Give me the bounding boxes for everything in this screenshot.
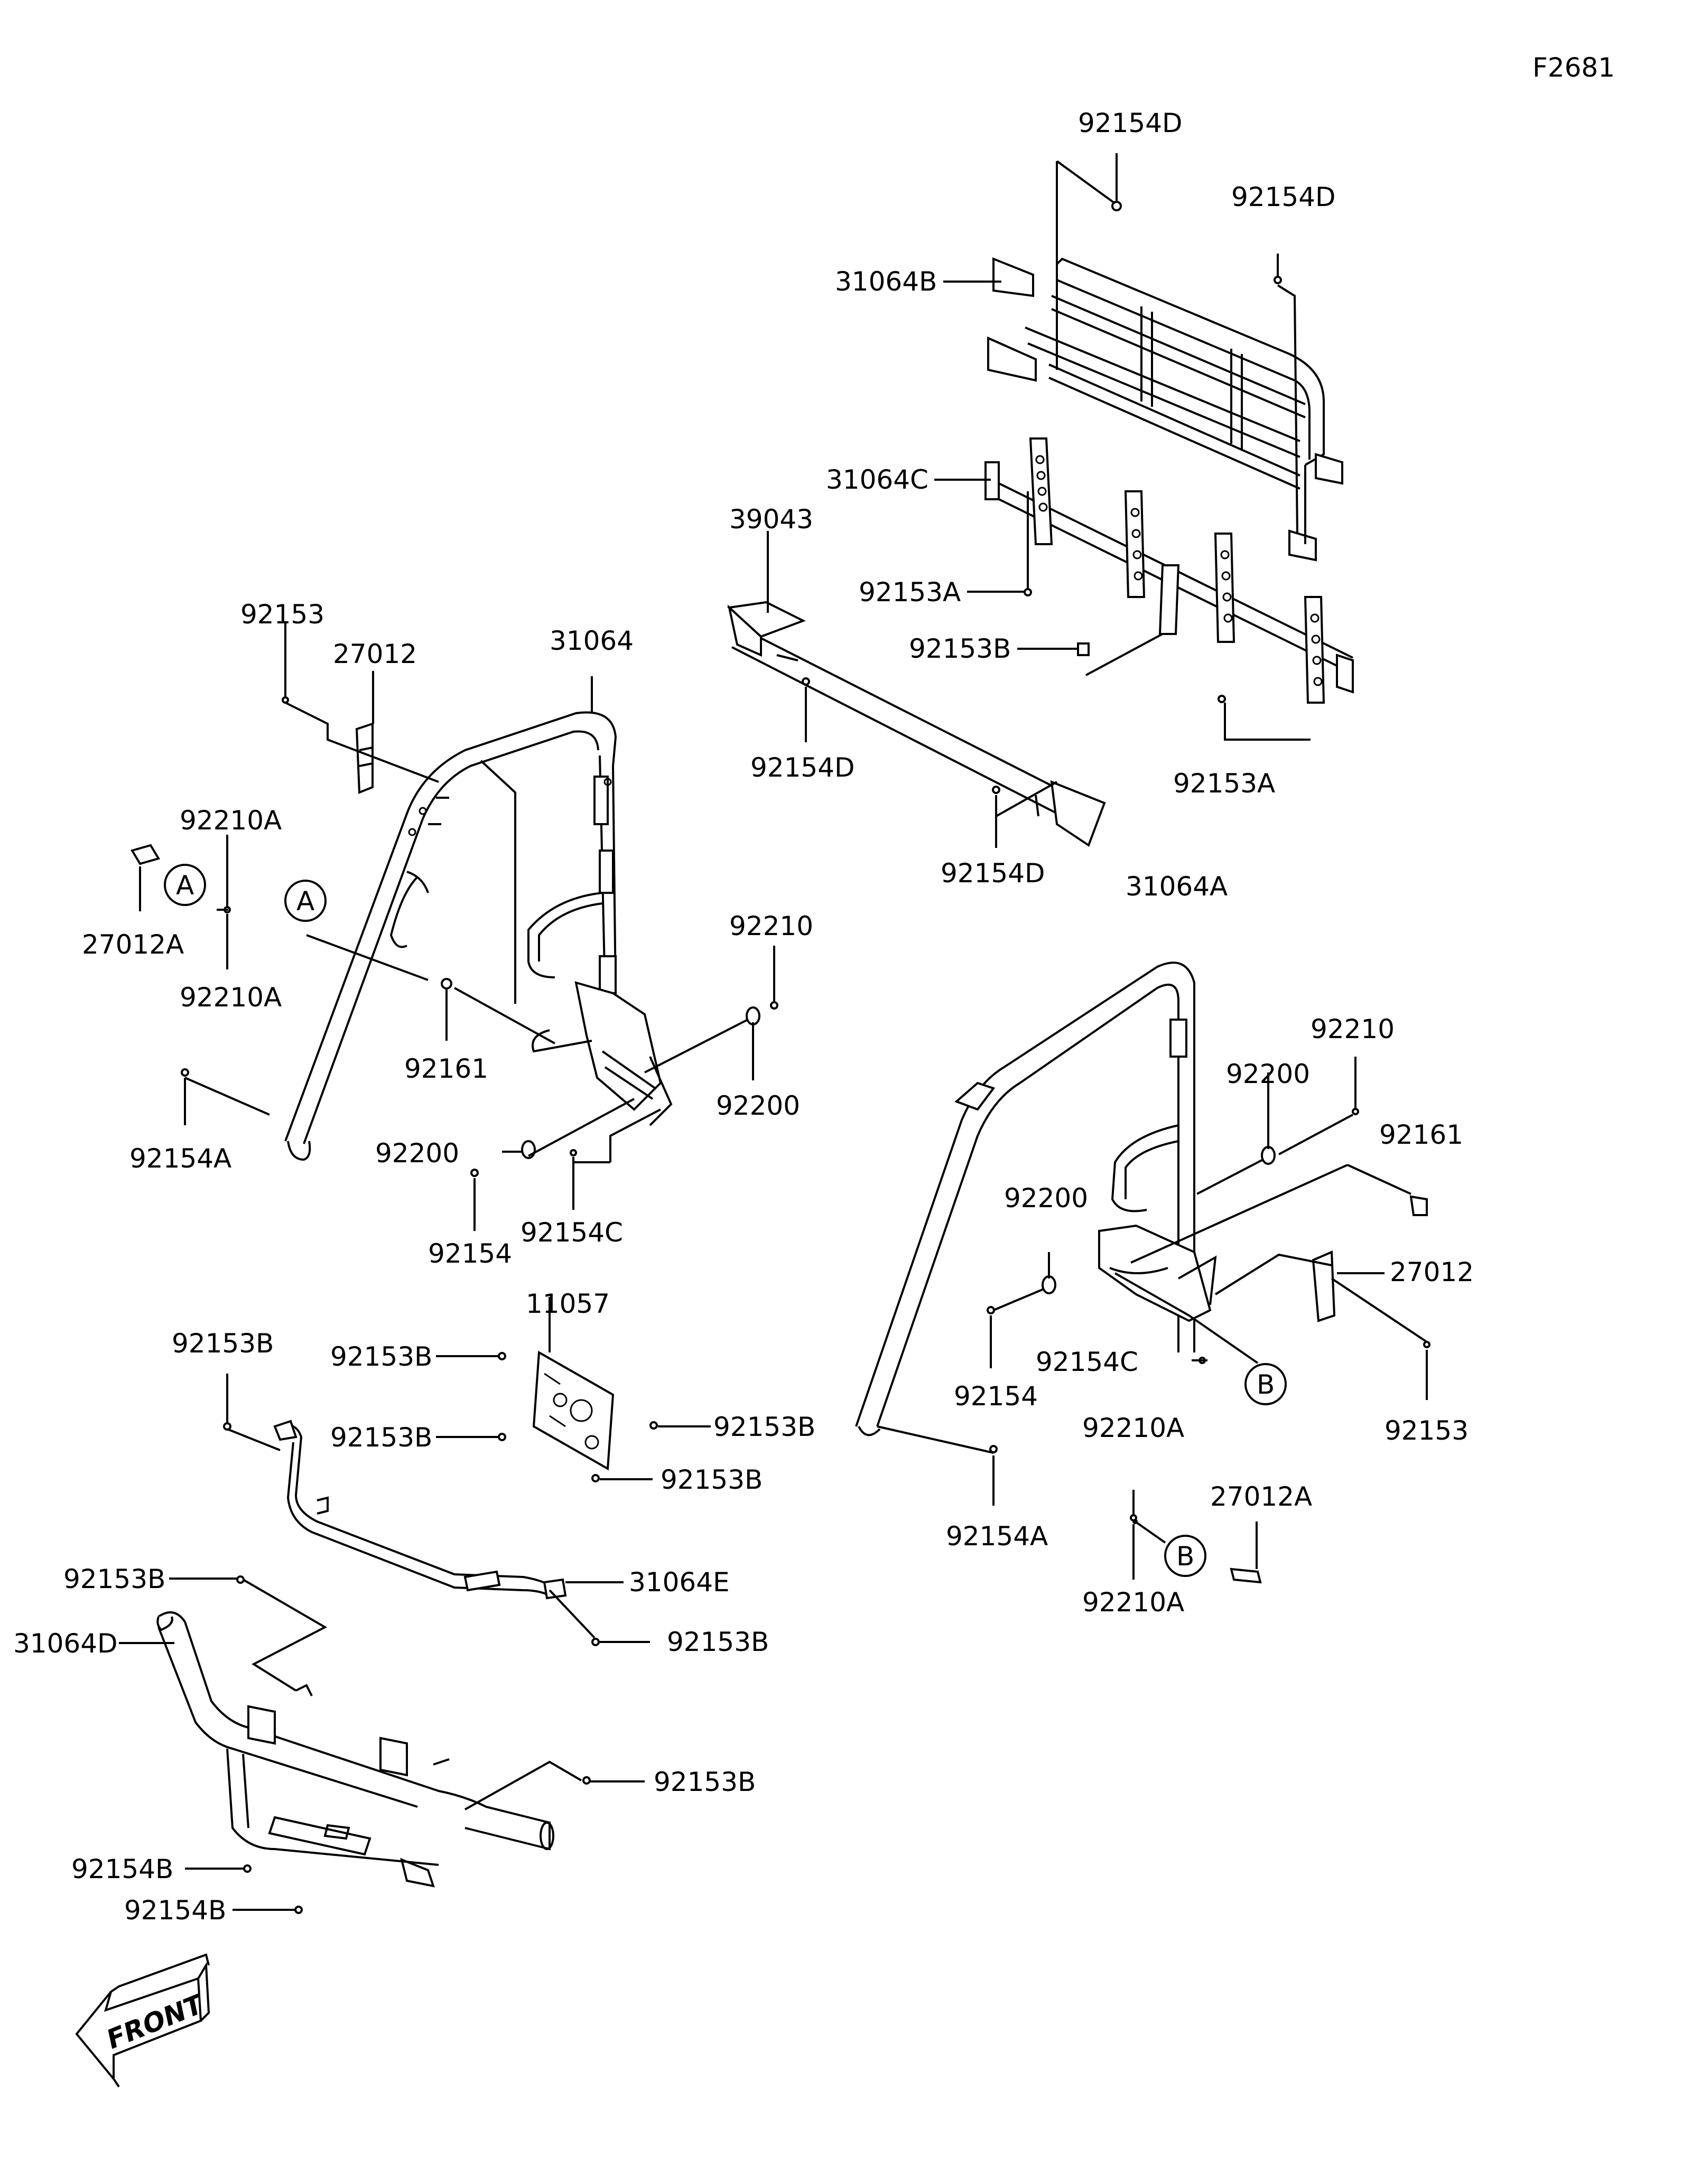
bar-31064e — [273, 1420, 567, 1600]
part-label: 92154B — [71, 1854, 173, 1884]
part-label: 92153B — [667, 1627, 769, 1657]
part-label: 92154 — [428, 1238, 512, 1269]
part-label: 92154 — [954, 1381, 1038, 1412]
part-label: 92154D — [1078, 108, 1183, 138]
part-label: 92153A — [1173, 768, 1275, 799]
part-label: 92153B — [330, 1341, 432, 1372]
part-label: 92210 — [729, 911, 813, 941]
part-label: 92153B — [654, 1767, 756, 1797]
bracket-11057 — [532, 1350, 615, 1471]
bumper-31064d — [156, 1611, 554, 1888]
part-label: 92154A — [946, 1521, 1048, 1552]
part-label: 92154C — [1036, 1347, 1138, 1377]
part-label: 31064 — [550, 626, 634, 656]
ref-marker-a-center-label: A — [296, 886, 314, 917]
part-label: 92200 — [1004, 1183, 1088, 1214]
part-label: 92154D — [941, 858, 1045, 889]
part-label: 92154A — [129, 1143, 231, 1174]
part-label: 27012A — [1210, 1481, 1312, 1512]
part-label: 92154D — [1231, 182, 1336, 212]
part-label: 92210 — [1311, 1014, 1395, 1044]
part-label: 92153B — [661, 1464, 763, 1495]
part-label: 31064E — [629, 1567, 730, 1598]
part-label: 27012A — [82, 929, 184, 960]
part-label: 92161 — [404, 1053, 488, 1084]
part-label: 92161 — [1379, 1119, 1463, 1150]
part-label: 27012 — [1390, 1257, 1474, 1287]
part-label: 31064B — [835, 266, 937, 297]
roll-bar-31064 — [284, 711, 673, 1161]
part-label: 92153A — [859, 577, 961, 608]
part-label: 92210A — [180, 982, 282, 1013]
ref-marker-a-left: A — [164, 864, 206, 906]
ref-marker-a-left-label: A — [176, 870, 194, 901]
part-label: 31064D — [13, 1628, 118, 1659]
part-labels: 92154D 92154D 31064B 31064C 39043 92153A… — [13, 108, 1474, 1926]
hardware — [130, 201, 1430, 1914]
part-label: 92210A — [180, 805, 282, 836]
part-label: 92153B — [713, 1412, 815, 1442]
part-label: 92153 — [1385, 1415, 1469, 1446]
part-label: 92200 — [716, 1090, 800, 1121]
rear-panel-31064c — [984, 437, 1354, 704]
part-label: 92153B — [330, 1422, 432, 1453]
part-label: 31064A — [1126, 871, 1228, 902]
front-arrow: FRONT — [75, 1953, 210, 2088]
part-label: 92210A — [1082, 1587, 1184, 1618]
figure-code: F2681 — [1532, 52, 1615, 83]
ref-marker-b-right-label: B — [1257, 1369, 1275, 1400]
ref-marker-b-lower-label: B — [1176, 1541, 1194, 1572]
cross-bar-39043 — [727, 601, 1106, 847]
part-label: 92200 — [375, 1138, 459, 1169]
part-label: 92154B — [124, 1895, 226, 1926]
part-label: 92153B — [172, 1328, 274, 1359]
roll-bar-31064a — [855, 962, 1217, 1436]
leader-lines — [119, 153, 1428, 1911]
part-label: 92153B — [909, 633, 1011, 664]
ref-marker-a-center: A — [284, 880, 327, 922]
part-label: 11057 — [526, 1289, 610, 1319]
part-label: 39043 — [729, 504, 813, 535]
ref-marker-b-right: B — [1244, 1363, 1287, 1405]
part-label: 27012 — [333, 639, 417, 669]
part-label: 92154D — [750, 752, 855, 783]
part-label: 92210A — [1082, 1413, 1184, 1443]
part-label: 92200 — [1226, 1059, 1310, 1089]
part-label: 92153B — [63, 1564, 165, 1594]
part-label: 92153 — [240, 599, 324, 630]
part-label: 92154C — [521, 1217, 623, 1248]
part-label: 31064C — [826, 464, 928, 495]
ref-marker-b-lower: B — [1164, 1535, 1206, 1577]
